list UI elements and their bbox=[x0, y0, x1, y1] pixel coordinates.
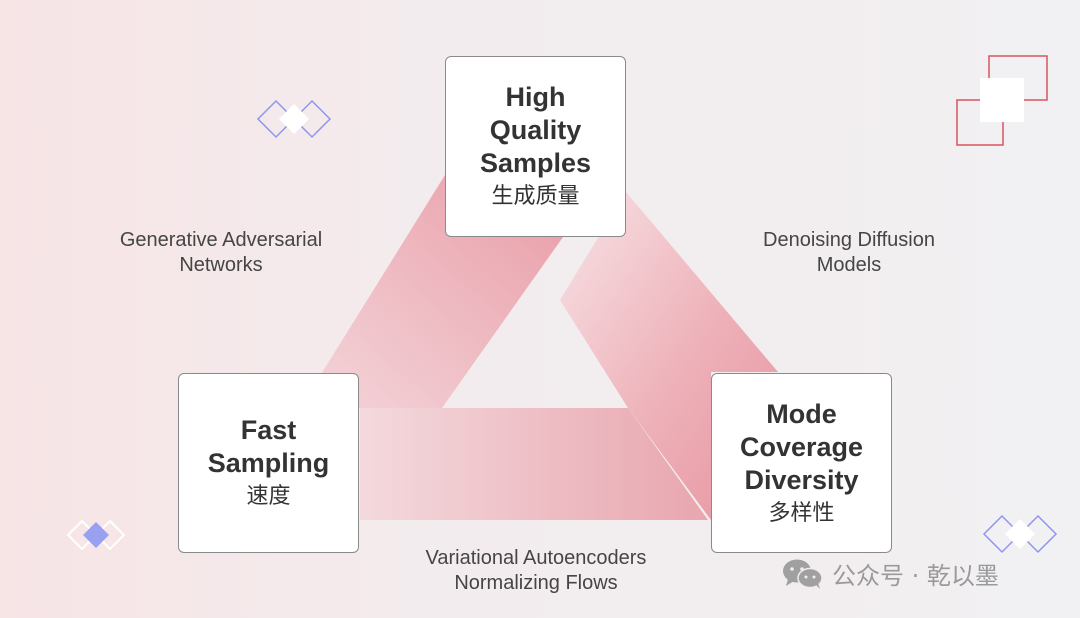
watermark: 公众号 · 乾以墨 bbox=[782, 556, 999, 591]
node-title-line: Samples bbox=[479, 148, 592, 178]
node-title-line: Sampling bbox=[207, 448, 330, 478]
node-subtitle: 生成质量 bbox=[491, 184, 580, 209]
edge-label-diffusion: Denoising Diffusion Models bbox=[736, 228, 962, 278]
edge-label-line: Networks bbox=[179, 254, 263, 276]
watermark-text: 公众号 · 乾以墨 bbox=[832, 562, 999, 590]
node-title-line: Quality bbox=[489, 115, 582, 145]
diamond-decoration-bottom-left bbox=[66, 519, 126, 551]
node-fast-sampling: Fast Sampling 速度 bbox=[178, 373, 359, 553]
node-title-line: High bbox=[505, 82, 566, 112]
edge-label-gan: Generative Adversarial Networks bbox=[96, 228, 346, 278]
node-title-line: Diversity bbox=[744, 464, 859, 495]
node-title-line: Coverage bbox=[739, 431, 864, 462]
diamond-decoration-bottom-right bbox=[982, 514, 1058, 554]
edge-label-line: Variational Autoencoders bbox=[425, 547, 647, 569]
red-squares-decoration bbox=[956, 55, 1048, 146]
diamond-decoration-top-left bbox=[256, 99, 332, 139]
node-title-line: Fast bbox=[240, 415, 297, 445]
edge-label-line: Models bbox=[816, 254, 882, 276]
edge-label-line: Normalizing Flows bbox=[454, 572, 618, 594]
edge-label-line: Denoising Diffusion bbox=[763, 229, 935, 251]
node-subtitle: 速度 bbox=[246, 484, 291, 509]
node-title-line: Mode bbox=[766, 398, 837, 429]
node-high-quality-samples: High Quality Samples 生成质量 bbox=[445, 56, 626, 237]
edge-label-vae-flows: Variational Autoencoders Normalizing Flo… bbox=[395, 546, 677, 596]
triangle-band-right bbox=[560, 192, 778, 520]
node-mode-coverage-diversity: Mode Coverage Diversity 多样性 bbox=[711, 373, 892, 553]
edge-label-line: Generative Adversarial bbox=[119, 229, 323, 251]
triangle-band-bottom bbox=[360, 408, 708, 520]
node-subtitle: 多样性 bbox=[768, 500, 835, 526]
wechat-icon bbox=[783, 559, 823, 589]
